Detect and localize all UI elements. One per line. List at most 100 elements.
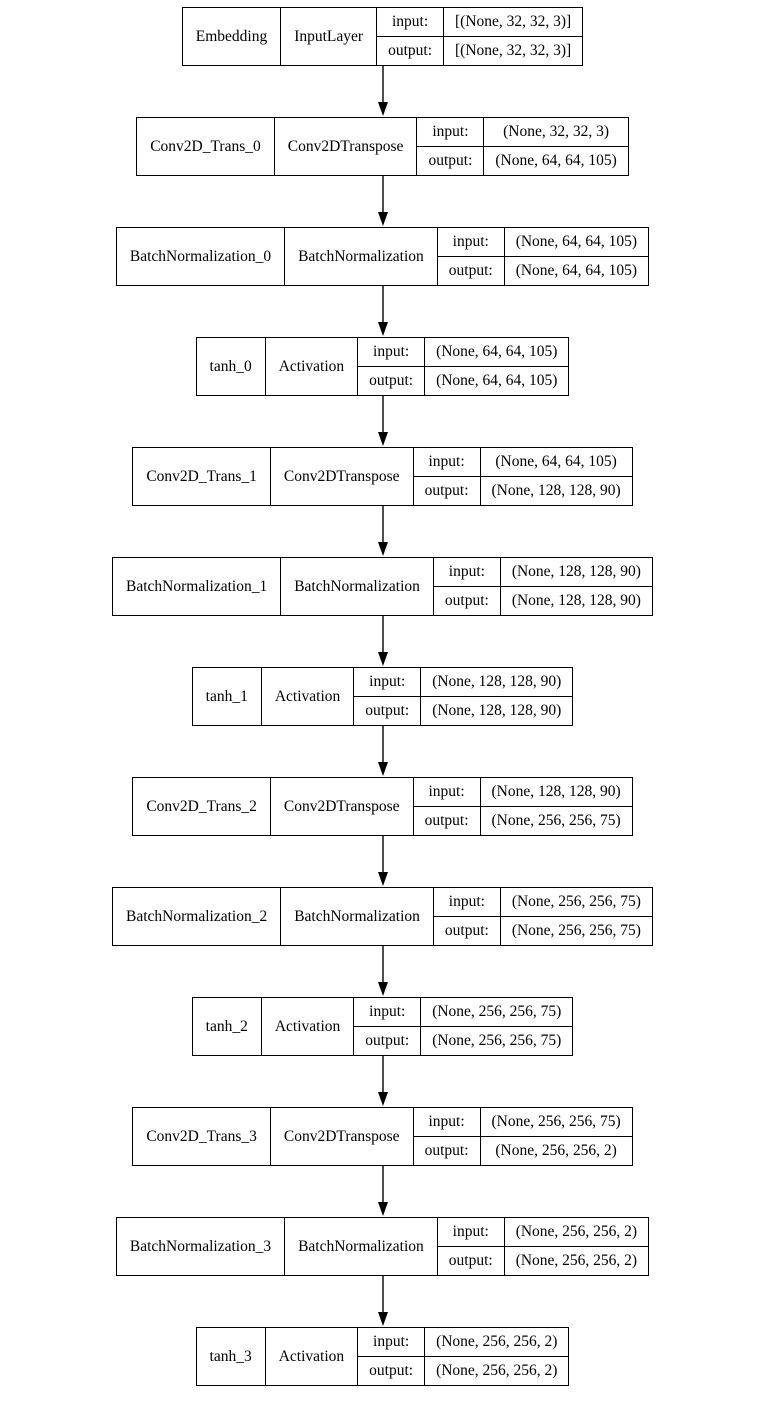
arrow-down-icon bbox=[377, 836, 388, 886]
layer-name: Conv2D_Trans_3 bbox=[146, 1127, 257, 1145]
output-label: output: bbox=[354, 696, 422, 725]
output-shape: (None, 256, 256, 2) bbox=[436, 1361, 558, 1379]
layer-name: BatchNormalization_0 bbox=[129, 247, 272, 265]
input-shape: (None, 32, 32, 3) bbox=[484, 118, 628, 147]
layer-type-cell: Activation bbox=[266, 338, 359, 395]
output-label: output: bbox=[438, 256, 505, 285]
layer-type-cell: Activation bbox=[262, 998, 355, 1055]
layer-type-cell: Conv2DTranspose bbox=[271, 778, 414, 835]
io-shape-table: input: (None, 64, 64, 105) output: (None… bbox=[413, 448, 632, 505]
layer-node: Conv2D_Trans_0 Conv2DTranspose input: (N… bbox=[136, 117, 629, 176]
layer-type: InputLayer bbox=[294, 27, 364, 45]
layer-node: BatchNormalization_2 BatchNormalization … bbox=[112, 887, 653, 946]
layer-type: Conv2DTranspose bbox=[283, 467, 400, 485]
output-label: output: bbox=[414, 476, 481, 505]
output-shape: (None, 256, 256, 75) bbox=[511, 921, 641, 939]
arrow-down-icon bbox=[377, 1056, 388, 1106]
io-shape-table: input: (None, 256, 256, 75) output: (Non… bbox=[354, 998, 573, 1055]
input-label: input: bbox=[354, 998, 422, 1027]
output-shape: (None, 64, 64, 105) bbox=[495, 151, 617, 169]
io-shape-table: input: (None, 32, 32, 3) output: (None, … bbox=[417, 118, 628, 175]
output-label: output: bbox=[377, 36, 444, 65]
output-label: output: bbox=[414, 1136, 481, 1165]
input-shape: (None, 256, 256, 2) bbox=[504, 1218, 649, 1247]
layer-type-cell: BatchNormalization bbox=[281, 888, 434, 945]
layer-name: tanh_3 bbox=[209, 1347, 252, 1365]
arrow-down-icon bbox=[377, 286, 388, 336]
input-shape: (None, 64, 64, 105) bbox=[480, 448, 632, 477]
layer-node: Conv2D_Trans_2 Conv2DTranspose input: (N… bbox=[132, 777, 633, 836]
layer-node: Conv2D_Trans_3 Conv2DTranspose input: (N… bbox=[132, 1107, 633, 1166]
arrow-down-icon bbox=[377, 396, 388, 446]
input-shape: (None, 256, 256, 2) bbox=[425, 1328, 569, 1357]
layer-type: BatchNormalization bbox=[294, 577, 420, 595]
input-shape: [(None, 32, 32, 3)] bbox=[444, 8, 583, 37]
layer-node: tanh_3 Activation input: (None, 256, 256… bbox=[195, 1327, 570, 1386]
io-shape-table: input: [(None, 32, 32, 3)] output: [(Non… bbox=[377, 8, 583, 65]
output-label: output: bbox=[438, 1246, 505, 1275]
layer-node: tanh_0 Activation input: (None, 64, 64, … bbox=[195, 337, 570, 396]
input-label: input: bbox=[358, 338, 426, 367]
layer-type: Conv2DTranspose bbox=[283, 1127, 400, 1145]
layer-name-cell: BatchNormalization_3 bbox=[117, 1218, 286, 1275]
input-label: input: bbox=[358, 1328, 426, 1357]
layer-type: Conv2DTranspose bbox=[283, 797, 400, 815]
input-label: input: bbox=[377, 8, 444, 37]
layer-type-cell: Conv2DTranspose bbox=[271, 1108, 414, 1165]
layer-type: Activation bbox=[278, 1347, 345, 1365]
layer-node: Conv2D_Trans_1 Conv2DTranspose input: (N… bbox=[132, 447, 633, 506]
layer-type-cell: Activation bbox=[262, 668, 355, 725]
output-shape: (None, 128, 128, 90) bbox=[511, 591, 641, 609]
input-shape: (None, 64, 64, 105) bbox=[425, 338, 569, 367]
layer-node: BatchNormalization_3 BatchNormalization … bbox=[115, 1217, 650, 1276]
layer-node: BatchNormalization_0 BatchNormalization … bbox=[115, 227, 650, 286]
layer-name-cell: Conv2D_Trans_3 bbox=[133, 1108, 271, 1165]
input-label: input: bbox=[437, 228, 505, 257]
arrow-down-icon bbox=[377, 506, 388, 556]
layer-name-cell: Conv2D_Trans_0 bbox=[137, 118, 275, 175]
input-label: input: bbox=[437, 1218, 505, 1247]
output-shape: (None, 256, 256, 2) bbox=[495, 1141, 617, 1159]
input-shape: (None, 64, 64, 105) bbox=[504, 228, 649, 257]
layer-type: Activation bbox=[274, 687, 341, 705]
input-shape: (None, 128, 128, 90) bbox=[480, 778, 632, 807]
output-label: output: bbox=[354, 1026, 422, 1055]
arrow-down-icon bbox=[377, 616, 388, 666]
layer-name-cell: Conv2D_Trans_1 bbox=[133, 448, 271, 505]
layer-node: tanh_1 Activation input: (None, 128, 128… bbox=[191, 667, 574, 726]
layer-name: tanh_0 bbox=[209, 357, 252, 375]
layer-type-cell: BatchNormalization bbox=[281, 558, 434, 615]
layer-name: tanh_1 bbox=[205, 687, 248, 705]
layer-name: BatchNormalization_3 bbox=[129, 1237, 272, 1255]
output-label: output: bbox=[434, 586, 501, 615]
output-label: output: bbox=[417, 146, 485, 175]
layer-type-cell: Conv2DTranspose bbox=[271, 448, 414, 505]
arrow-down-icon bbox=[377, 66, 388, 116]
output-shape: (None, 256, 256, 75) bbox=[491, 811, 621, 829]
layer-name-cell: tanh_2 bbox=[193, 998, 262, 1055]
input-shape: (None, 128, 128, 90) bbox=[500, 558, 652, 587]
layer-type: Activation bbox=[278, 357, 345, 375]
layer-name-cell: tanh_3 bbox=[197, 1328, 266, 1385]
io-shape-table: input: (None, 256, 256, 75) output: (Non… bbox=[433, 888, 652, 945]
layer-type-cell: BatchNormalization bbox=[285, 1218, 438, 1275]
arrow-down-icon bbox=[377, 1166, 388, 1216]
layer-node: tanh_2 Activation input: (None, 256, 256… bbox=[191, 997, 574, 1056]
layer-type: BatchNormalization bbox=[298, 1237, 424, 1255]
output-shape: (None, 64, 64, 105) bbox=[515, 261, 638, 279]
output-label: output: bbox=[358, 366, 426, 395]
io-shape-table: input: (None, 64, 64, 105) output: (None… bbox=[437, 228, 649, 285]
layer-name-cell: tanh_1 bbox=[193, 668, 262, 725]
layer-name: Embedding bbox=[195, 27, 268, 45]
layer-name-cell: BatchNormalization_0 bbox=[117, 228, 286, 285]
output-shape: (None, 64, 64, 105) bbox=[436, 371, 558, 389]
input-label: input: bbox=[433, 888, 501, 917]
layer-type: BatchNormalization bbox=[294, 907, 420, 925]
arrow-down-icon bbox=[377, 176, 388, 226]
output-shape: (None, 128, 128, 90) bbox=[491, 481, 621, 499]
layer-type: BatchNormalization bbox=[298, 247, 424, 265]
input-shape: (None, 256, 256, 75) bbox=[500, 888, 652, 917]
output-shape: [(None, 32, 32, 3)] bbox=[455, 41, 572, 59]
output-label: output: bbox=[414, 806, 481, 835]
layer-name: Conv2D_Trans_1 bbox=[146, 467, 257, 485]
